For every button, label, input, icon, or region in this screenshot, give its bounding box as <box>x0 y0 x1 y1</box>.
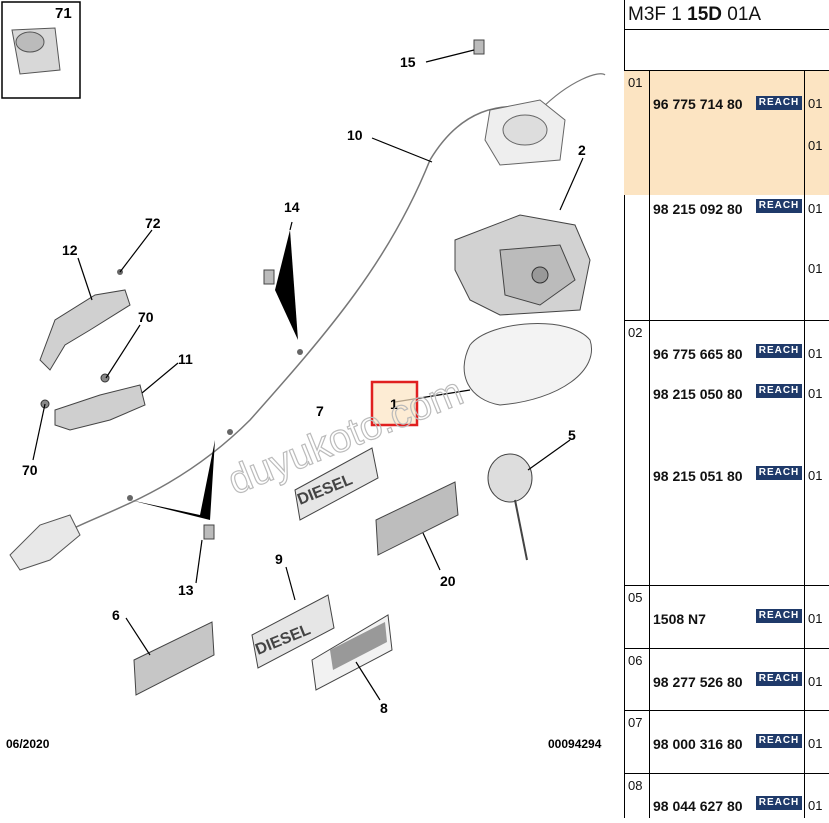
callout-70[interactable]: 70 <box>138 309 154 325</box>
part-71-inset: 71 <box>1 1 81 99</box>
flap-housing-part-10 <box>484 99 566 166</box>
group-01-alt[interactable]: 98 215 092 80 REACH 01 01 <box>624 195 829 320</box>
quantity: 01 <box>808 261 823 276</box>
part-13-clip <box>203 524 215 540</box>
callout-71: 71 <box>55 5 72 22</box>
part-15-clip <box>473 39 485 55</box>
callout-12[interactable]: 12 <box>62 242 78 258</box>
group-number: 05 <box>628 590 643 605</box>
group-02[interactable]: 02 96 775 665 80 REACH 01 98 215 050 80 … <box>624 320 829 585</box>
quantity: 01 <box>808 201 823 216</box>
part-reference[interactable]: 98 044 627 80 <box>653 798 743 814</box>
group-number: 02 <box>628 325 643 340</box>
quantity: 01 <box>808 468 823 483</box>
part-reference[interactable]: 96 775 665 80 <box>653 346 743 362</box>
callout-7[interactable]: 7 <box>316 403 324 419</box>
callout-15[interactable]: 15 <box>400 54 416 70</box>
quantity: 01 <box>808 736 823 751</box>
group-05[interactable]: 05 1508 N7 REACH 01 <box>624 585 829 648</box>
part-14-clip <box>263 269 275 285</box>
group-01[interactable]: 01 96 775 714 80 REACH 01 01 <box>624 70 829 195</box>
part-8-info-label <box>311 614 393 691</box>
callout-1[interactable]: 1 <box>390 396 398 412</box>
header-suffix: 01A <box>721 4 762 25</box>
part-1-fuel-flap <box>463 323 592 406</box>
part-6-label <box>133 621 215 696</box>
parts-reference-panel: M3F 1 15D 01A 01 96 775 714 80 REACH 01 … <box>624 0 829 818</box>
part-reference[interactable]: 1508 N7 <box>653 611 706 627</box>
reach-badge: REACH <box>756 344 802 358</box>
callout-72[interactable]: 72 <box>145 215 161 231</box>
part-reference[interactable]: 98 000 316 80 <box>653 736 743 752</box>
part-11-bracket <box>40 373 146 431</box>
callout-70b[interactable]: 70 <box>22 462 38 478</box>
quantity: 01 <box>808 96 823 111</box>
quantity: 01 <box>808 798 823 813</box>
quantity: 01 <box>808 138 823 153</box>
callout-6[interactable]: 6 <box>112 607 120 623</box>
part-12-handle <box>39 269 131 371</box>
exploded-parts-diagram: 71 <box>1 1 606 751</box>
part-20-label <box>375 481 459 556</box>
part-reference[interactable]: 98 215 051 80 <box>653 468 743 484</box>
quantity: 01 <box>808 611 823 626</box>
callout-9[interactable]: 9 <box>275 551 283 567</box>
group-08[interactable]: 08 98 044 627 80 REACH 01 <box>624 773 829 818</box>
reach-badge: REACH <box>756 96 802 110</box>
part-reference[interactable]: 96 775 714 80 <box>653 96 743 112</box>
group-number: 01 <box>628 75 643 90</box>
group-number: 06 <box>628 653 643 668</box>
group-07[interactable]: 07 98 000 316 80 REACH 01 <box>624 710 829 773</box>
callout-5[interactable]: 5 <box>568 427 576 443</box>
panel-header: M3F 1 15D 01A <box>624 0 829 30</box>
date-label: 06/2020 <box>6 737 50 751</box>
cable-end-actuator <box>9 514 81 571</box>
part-7-diesel-label: DIESEL <box>294 447 379 521</box>
group-06[interactable]: 06 98 277 526 80 REACH 01 <box>624 648 829 710</box>
doc-number: 00094294 <box>548 737 602 751</box>
group-number: 08 <box>628 778 643 793</box>
reach-badge: REACH <box>756 672 802 686</box>
reach-badge: REACH <box>756 466 802 480</box>
callout-13[interactable]: 13 <box>178 582 194 598</box>
part-5-fuel-cap <box>487 453 533 561</box>
part-reference[interactable]: 98 215 050 80 <box>653 386 743 402</box>
header-bold: 15D <box>687 4 722 25</box>
callout-20[interactable]: 20 <box>440 573 456 589</box>
part-reference[interactable]: 98 277 526 80 <box>653 674 743 690</box>
callout-8[interactable]: 8 <box>380 700 388 716</box>
callout-14[interactable]: 14 <box>284 199 300 215</box>
reach-badge: REACH <box>756 609 802 623</box>
reach-badge: REACH <box>756 796 802 810</box>
selected-part-highlight[interactable] <box>370 380 419 427</box>
callout-2[interactable]: 2 <box>578 142 586 158</box>
quantity: 01 <box>808 386 823 401</box>
quantity: 01 <box>808 674 823 689</box>
callout-11[interactable]: 11 <box>178 351 193 367</box>
callout-10[interactable]: 10 <box>347 127 363 143</box>
reach-badge: REACH <box>756 734 802 748</box>
diagram-canvas: 71 <box>1 1 606 751</box>
quantity: 01 <box>808 346 823 361</box>
group-number: 07 <box>628 715 643 730</box>
part-reference[interactable]: 98 215 092 80 <box>653 201 743 217</box>
header-prefix: M3F 1 <box>628 4 688 25</box>
leader-lines <box>32 49 584 701</box>
reach-badge: REACH <box>756 384 802 398</box>
reach-badge: REACH <box>756 199 802 213</box>
part-2-lock-housing <box>454 214 591 316</box>
